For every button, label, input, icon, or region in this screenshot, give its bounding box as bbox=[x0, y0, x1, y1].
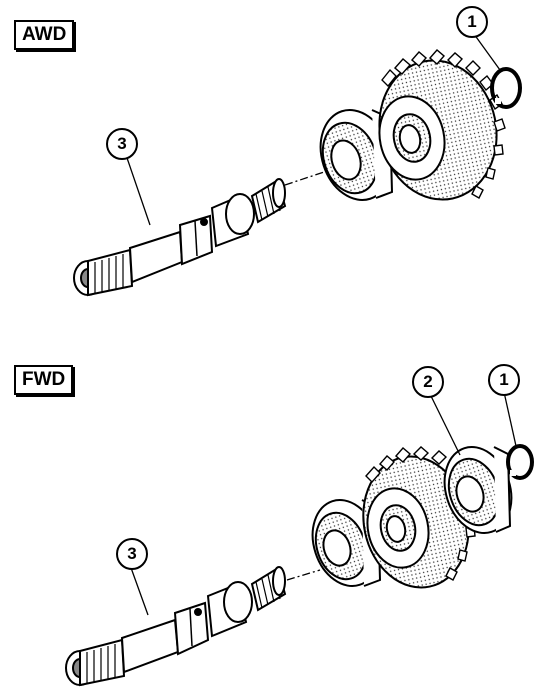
awd-gear bbox=[378, 49, 506, 201]
callout-fwd-bearing: 2 bbox=[412, 366, 444, 398]
fwd-snap-ring bbox=[506, 444, 534, 480]
fwd-bearing-right bbox=[443, 446, 513, 534]
fwd-assembly bbox=[65, 391, 534, 687]
awd-snap-ring bbox=[490, 67, 522, 109]
awd-section-label: AWD bbox=[14, 20, 75, 50]
fwd-section-label: FWD bbox=[14, 365, 74, 395]
awd-bearing bbox=[319, 109, 394, 201]
callout-awd-snap-ring: 1 bbox=[456, 6, 488, 38]
callout-awd-shaft: 3 bbox=[106, 128, 138, 160]
callout-fwd-shaft: 3 bbox=[116, 538, 148, 570]
fwd-output-shaft bbox=[65, 566, 287, 687]
awd-output-shaft bbox=[73, 178, 287, 297]
callout-fwd-snap-ring: 1 bbox=[488, 364, 520, 396]
awd-assembly bbox=[73, 33, 522, 297]
